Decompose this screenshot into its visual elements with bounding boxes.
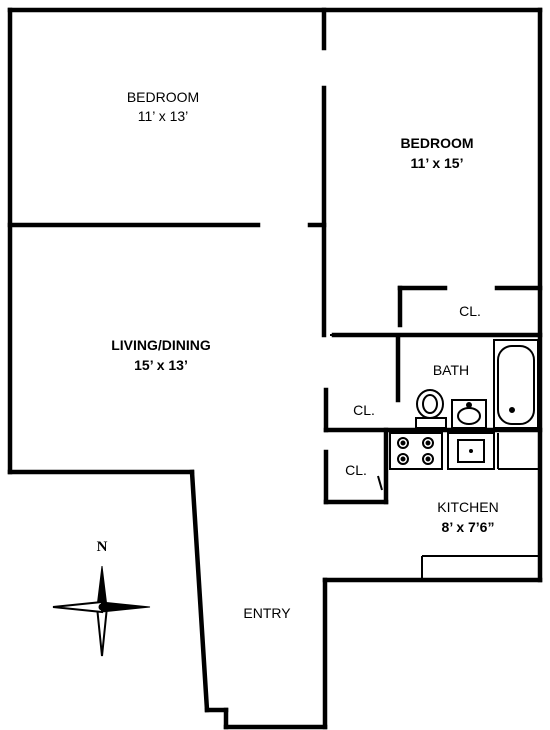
outer-wall-entry-left-upper bbox=[189, 469, 210, 713]
kitchen-counter bbox=[421, 433, 538, 578]
kitchen-sink bbox=[447, 432, 495, 470]
door-marks bbox=[330, 334, 383, 491]
kitchen-size: 8’ x 7’6” bbox=[442, 519, 495, 535]
bathtub bbox=[493, 339, 539, 429]
living-dining-size: 15’ x 13’ bbox=[134, 357, 188, 373]
toilet bbox=[415, 389, 447, 429]
living-dining-name: LIVING/DINING bbox=[111, 337, 211, 353]
bath-label: BATH bbox=[433, 362, 469, 378]
kitchen-name: KITCHEN bbox=[437, 499, 498, 515]
closet-bath-label: CL. bbox=[353, 402, 375, 418]
door-mark-entry-closet bbox=[377, 475, 383, 491]
compass-rose: N bbox=[52, 539, 151, 657]
closet-entry-label: CL. bbox=[345, 462, 367, 478]
compass-needle-north bbox=[96, 565, 108, 608]
compass-needle-west bbox=[52, 600, 103, 614]
bedroom-2-size: 11’ x 15’ bbox=[411, 155, 464, 171]
stove bbox=[389, 432, 443, 470]
room-labels: BEDROOM 11’ x 13’ BEDROOM 11’ x 15’ LIVI… bbox=[111, 89, 499, 621]
bedroom-2-name: BEDROOM bbox=[400, 135, 473, 151]
compass-needle-east bbox=[101, 601, 151, 613]
entry-label: ENTRY bbox=[243, 605, 291, 621]
compass-needle-south bbox=[95, 606, 109, 657]
walls bbox=[7, 7, 543, 730]
closet-bedroom-label: CL. bbox=[459, 303, 481, 319]
bedroom-1-size: 11’ x 13’ bbox=[138, 108, 189, 124]
compass-north-label: N bbox=[97, 539, 108, 555]
bath-sink bbox=[451, 399, 487, 429]
bedroom-1-name: BEDROOM bbox=[127, 89, 199, 105]
